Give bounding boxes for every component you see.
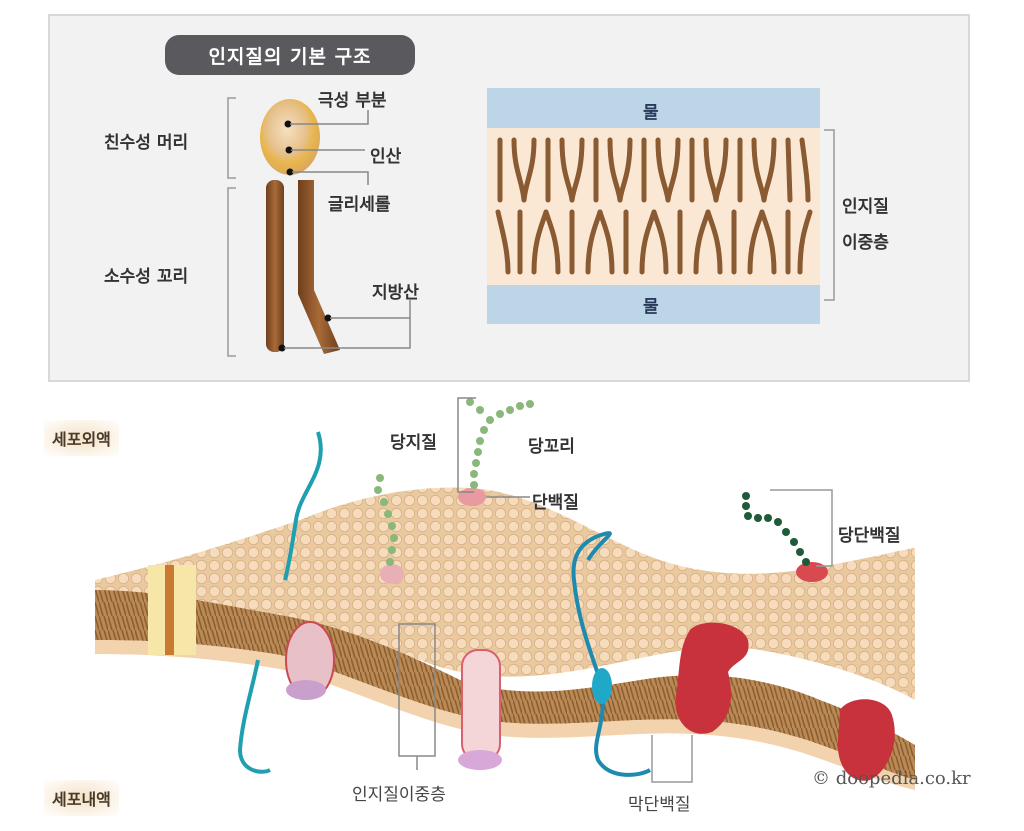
label-water-top: 물 (643, 103, 659, 123)
label-bilayer-line2: 이중층 (842, 233, 889, 253)
label-hydrophilic-head: 친수성 머리 (104, 133, 189, 153)
label-phosphate: 인산 (370, 147, 402, 167)
label-glycerol: 글리세롤 (328, 195, 391, 215)
label-fatty-acid: 지방산 (372, 283, 419, 303)
label-phospholipid-bilayer: 인지질이중층 (352, 785, 446, 805)
label-bilayer-line1: 인지질 (842, 197, 889, 217)
label-glycolipid: 당지질 (390, 433, 437, 453)
label-extracellular: 세포외액 (44, 420, 119, 456)
label-polar-part: 극성 부분 (318, 91, 387, 111)
label-hydrophobic-tail: 소수성 꼬리 (104, 267, 189, 287)
label-sugar-chain: 당꼬리 (528, 437, 575, 457)
copyright-text: © doopedia.co.kr (812, 768, 971, 789)
panel-title: 인지질의 기본 구조 (165, 35, 415, 75)
label-membrane-protein: 막단백질 (628, 795, 691, 815)
label-intracellular: 세포내액 (44, 780, 119, 816)
label-protein: 단백질 (532, 493, 579, 513)
label-glycoprotein: 당단백질 (838, 526, 901, 546)
label-water-bottom: 물 (643, 297, 659, 317)
